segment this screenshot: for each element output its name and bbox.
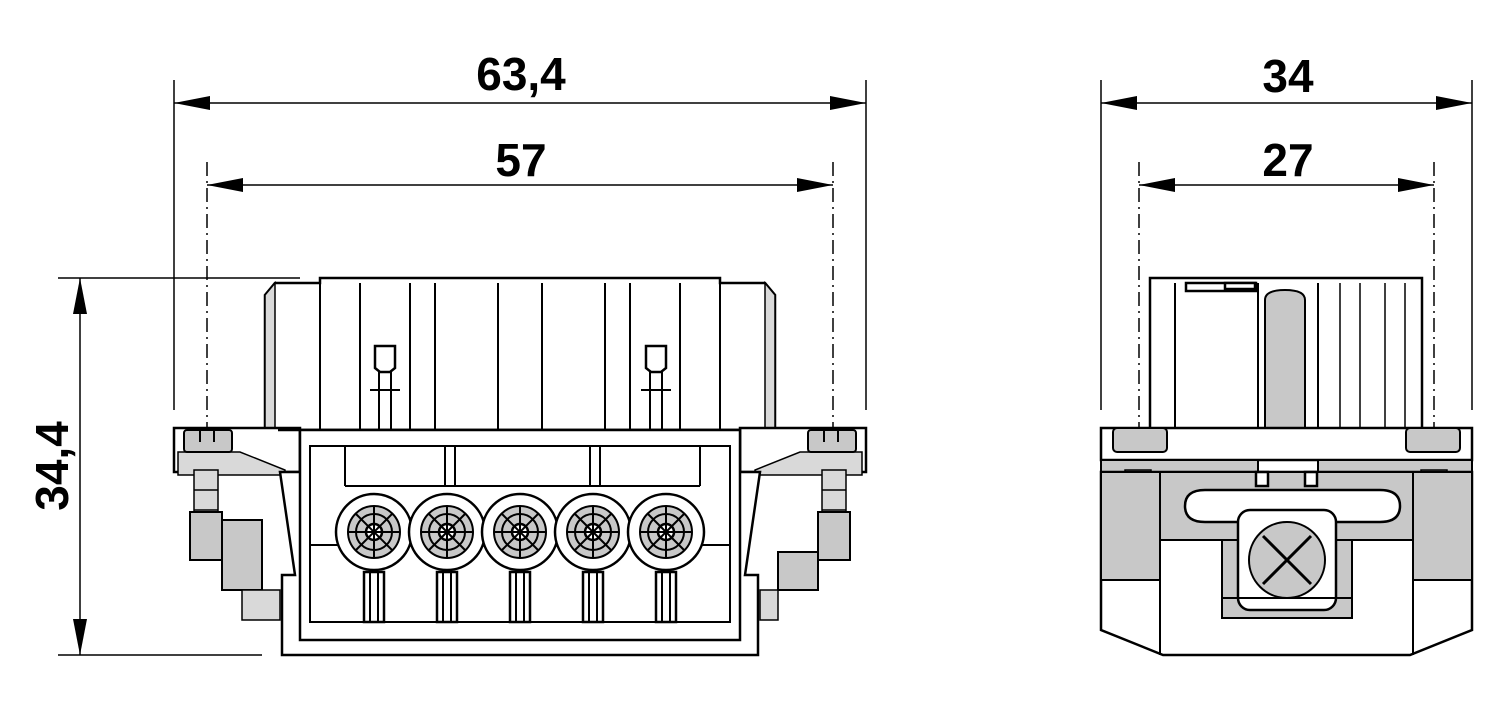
screw-left bbox=[183, 429, 233, 561]
insert-ribs bbox=[319, 283, 721, 430]
terminal-4 bbox=[553, 492, 633, 624]
terminal-2 bbox=[407, 492, 487, 624]
screw-right bbox=[807, 429, 857, 561]
terminal-1 bbox=[334, 492, 414, 624]
dim-label-27: 27 bbox=[1262, 134, 1313, 186]
coding-pin-left bbox=[370, 344, 400, 430]
terminal-5 bbox=[626, 492, 706, 624]
dim-label-57: 57 bbox=[495, 134, 546, 186]
dim-label-34: 34 bbox=[1262, 50, 1314, 102]
dimension-overall-width-front: 63,4 bbox=[173, 48, 867, 410]
terminal-3 bbox=[480, 492, 560, 624]
front-view bbox=[172, 276, 868, 657]
dimension-height-front: 34,4 bbox=[26, 277, 300, 656]
coding-pin-right bbox=[641, 344, 671, 430]
side-view bbox=[1099, 276, 1474, 657]
terminal-row bbox=[334, 492, 706, 624]
dim-label-34-4: 34,4 bbox=[26, 421, 78, 511]
center-screw bbox=[1221, 508, 1353, 619]
dimension-overall-width-side: 34 bbox=[1100, 50, 1473, 410]
dim-label-63-4: 63,4 bbox=[476, 48, 566, 100]
